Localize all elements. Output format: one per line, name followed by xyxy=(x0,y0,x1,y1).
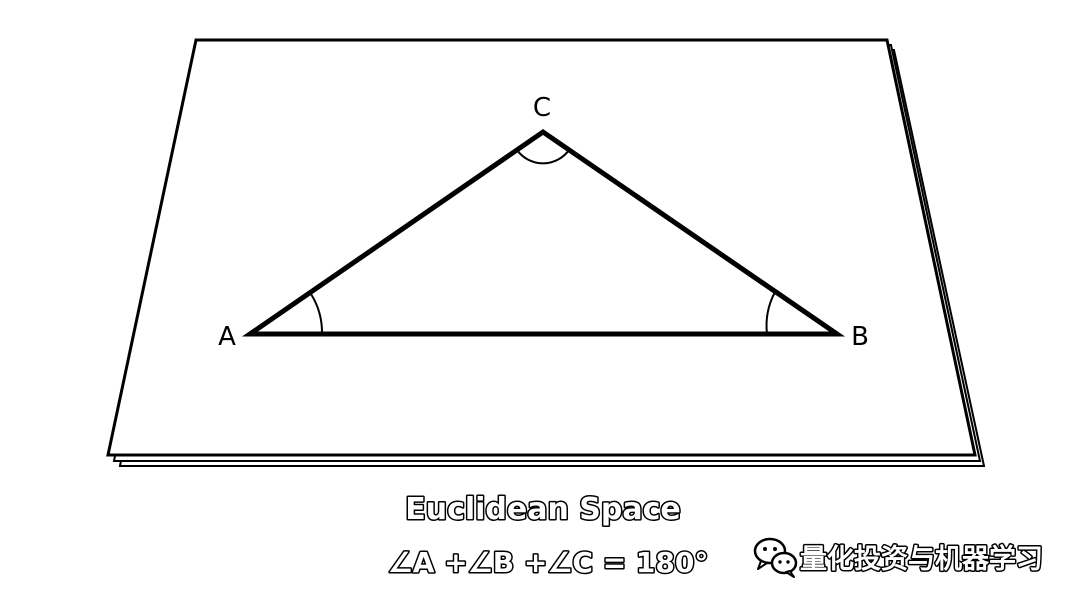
vertex-label-a: A xyxy=(218,322,236,352)
triangle xyxy=(241,128,846,337)
angle-arc-a xyxy=(310,293,324,335)
angle-arc-c xyxy=(516,149,570,165)
paper-plane xyxy=(106,38,986,467)
vertex-label-c: C xyxy=(533,93,551,123)
paper-sheet-front xyxy=(106,38,977,457)
angle-arc-b xyxy=(765,291,776,335)
vertex-label-b: B xyxy=(851,322,869,352)
diagram-title: Euclidean Space xyxy=(405,492,681,527)
watermark: 量化投资与机器学习 xyxy=(753,537,1045,578)
watermark-text: 量化投资与机器学习 xyxy=(800,543,1043,575)
angle-sum-equation: ∠A +∠B +∠C = 180° xyxy=(388,546,709,579)
wechat-icon xyxy=(753,537,798,578)
